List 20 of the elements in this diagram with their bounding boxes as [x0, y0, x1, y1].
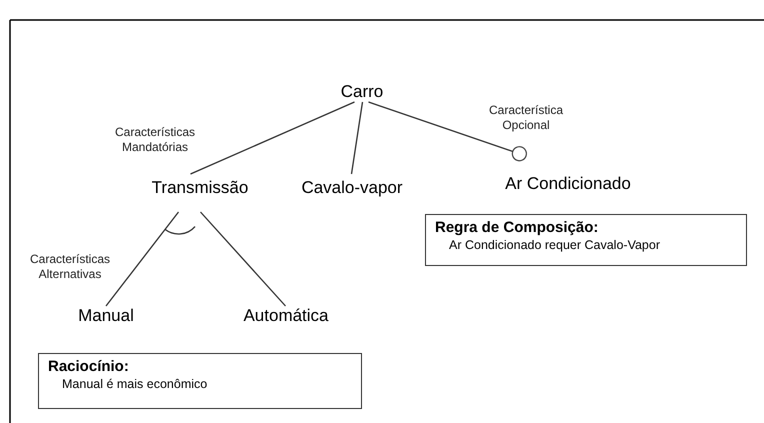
note-box: [425, 214, 747, 266]
connector-line: [350, 102, 364, 174]
feature-label: Carro: [340, 82, 384, 102]
feature-label: Cavalo-vapor: [301, 178, 403, 198]
note-text: Manual é mais econômico: [61, 376, 208, 392]
edge-label: Características Mandatórias: [114, 125, 196, 155]
feature-label: Automática: [243, 306, 329, 326]
note-text: Ar Condicionado requer Cavalo-Vapor: [448, 237, 660, 253]
note-heading: Regra de Composição:: [435, 219, 598, 237]
connector-line: [190, 101, 355, 175]
feature-label: Manual: [78, 306, 134, 326]
feature-label: Ar Condicionado: [505, 174, 631, 194]
edge-label: Característica Opcional: [488, 103, 564, 133]
edge-label: Características Alternativas: [28, 252, 112, 282]
connector-line: [200, 212, 286, 306]
feature-label: Transmissão: [152, 178, 248, 198]
connector-line: [105, 212, 180, 306]
connector-line: [368, 101, 527, 162]
note-box: [38, 353, 362, 409]
note-heading: Raciocínio:: [48, 358, 129, 376]
